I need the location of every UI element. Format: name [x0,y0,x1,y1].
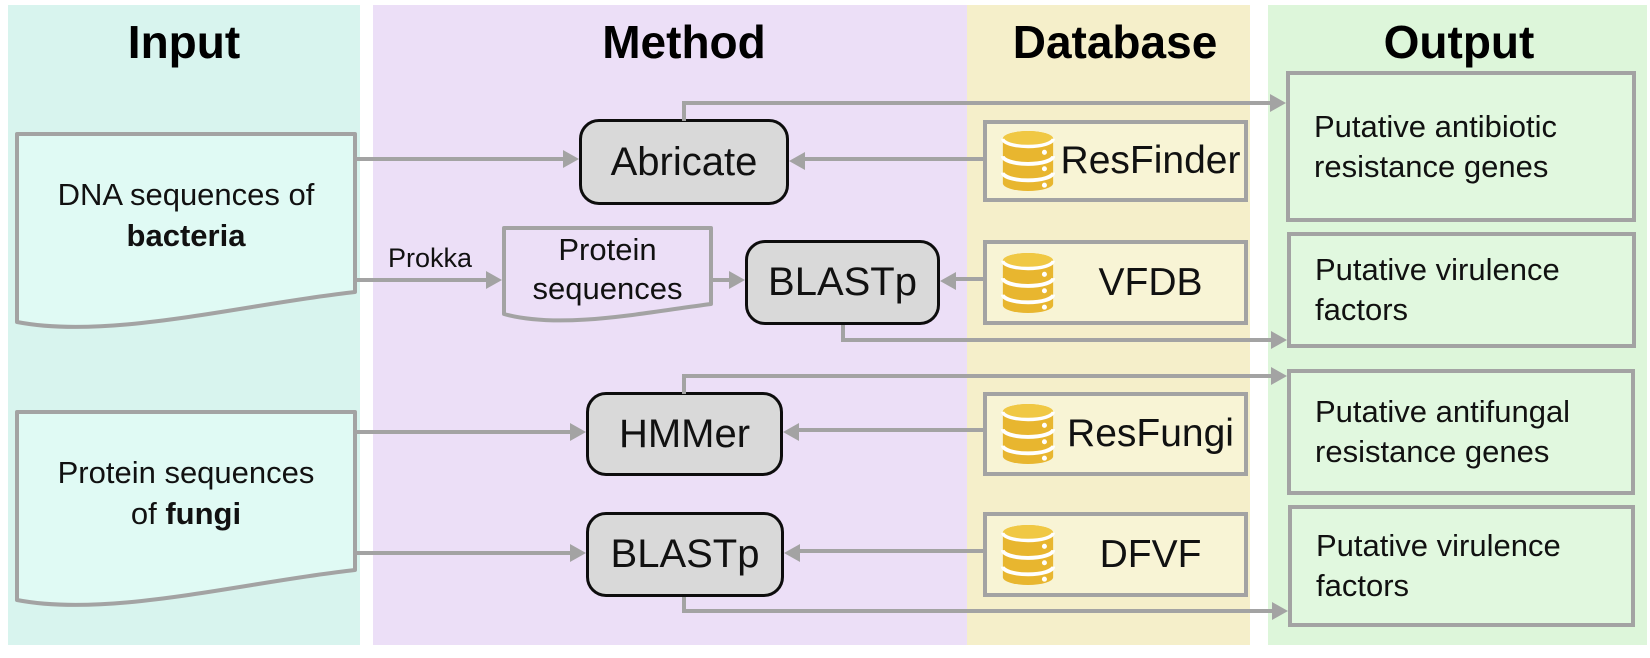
database-box-dfvf: DFVF [983,512,1248,597]
arrowhead [784,544,800,562]
method-box-hmmer: HMMer [586,392,783,476]
database-label: VFDB [1098,260,1203,304]
output-box-virulence-fungi: Putative virulence factors [1288,505,1635,627]
arrow-bacteria-to-protein-sequences [356,278,486,282]
method-box-abricate: Abricate [579,119,789,205]
output-box-virulence-bacteria: Putative virulence factors [1287,232,1636,348]
elbow-hmmer-to-output [682,374,686,394]
intermediate-document-text: Protein sequences [532,232,683,306]
database-icon [1000,131,1056,191]
arrowhead [940,272,956,290]
arrowhead [570,544,586,562]
arrowhead [789,152,805,170]
database-icon [1000,524,1056,585]
intermediate-document-protein-sequences [502,226,713,323]
output-box-antibiotic-resistance: Putative antibiotic resistance genes [1286,71,1636,222]
arrowhead [1271,331,1287,349]
arrow-dfvf-to-blastp [800,549,985,553]
database-label: ResFinder [1060,139,1241,182]
database-icon [1000,252,1056,313]
arrow-resfungi-to-hmmer [799,428,985,432]
arrowhead [486,271,502,289]
header-input: Input [127,16,241,68]
method-label: HMMer [618,411,751,456]
method-label: BLASTp [768,260,917,304]
database-box-vfdb: VFDB [983,240,1248,325]
arrowhead [1270,94,1286,112]
elbow-blastp-fungi-to-output [682,597,686,613]
method-label: Abricate [610,139,758,184]
elbow-abricate-to-output [682,101,686,121]
arrow-resfinder-to-abricate [805,157,985,161]
database-label: DFVF [1099,532,1202,576]
input-fungi-text: Protein sequences of fungi [57,455,315,531]
method-label: BLASTp [610,532,760,576]
arrowhead [783,423,799,441]
arrow-fungi-to-blastp [356,551,570,555]
header-output: Output [1383,16,1535,68]
input-bacteria-text: DNA sequences of bacteria [57,177,315,253]
input-document-bacteria [15,132,357,329]
arrowhead [1271,367,1287,385]
database-box-resfinder: ResFinder [983,120,1248,202]
arrowhead [729,271,745,289]
output-box-antifungal-resistance: Putative antifungal resistance genes [1287,369,1635,495]
arrow-bacteria-to-abricate [356,157,563,161]
database-label: ResFungi [1067,412,1234,455]
arrowhead [1272,602,1288,620]
arrowhead [570,423,586,441]
input-document-fungi [15,410,357,607]
header-method: Method [602,16,766,68]
prokka-arrow-label: Prokka [387,243,473,273]
database-box-resfungi: ResFungi [983,392,1248,476]
arrow-vfdb-to-blastp [956,277,985,281]
method-box-blastp-bacteria: BLASTp [745,240,940,325]
arrow-fungi-to-hmmer [356,430,570,434]
arrowhead [563,150,579,168]
database-icon [1000,404,1056,464]
method-box-blastp-fungi: BLASTp [586,512,784,597]
elbow-hmmer-to-output [682,374,1271,378]
elbow-abricate-to-output [682,101,1270,105]
header-database: Database [1012,16,1218,68]
arrow-protein-sequences-to-blastp [712,278,729,282]
elbow-blastp-to-output [841,338,1271,342]
elbow-blastp-to-output [841,325,845,342]
elbow-blastp-fungi-to-output [682,609,1272,613]
